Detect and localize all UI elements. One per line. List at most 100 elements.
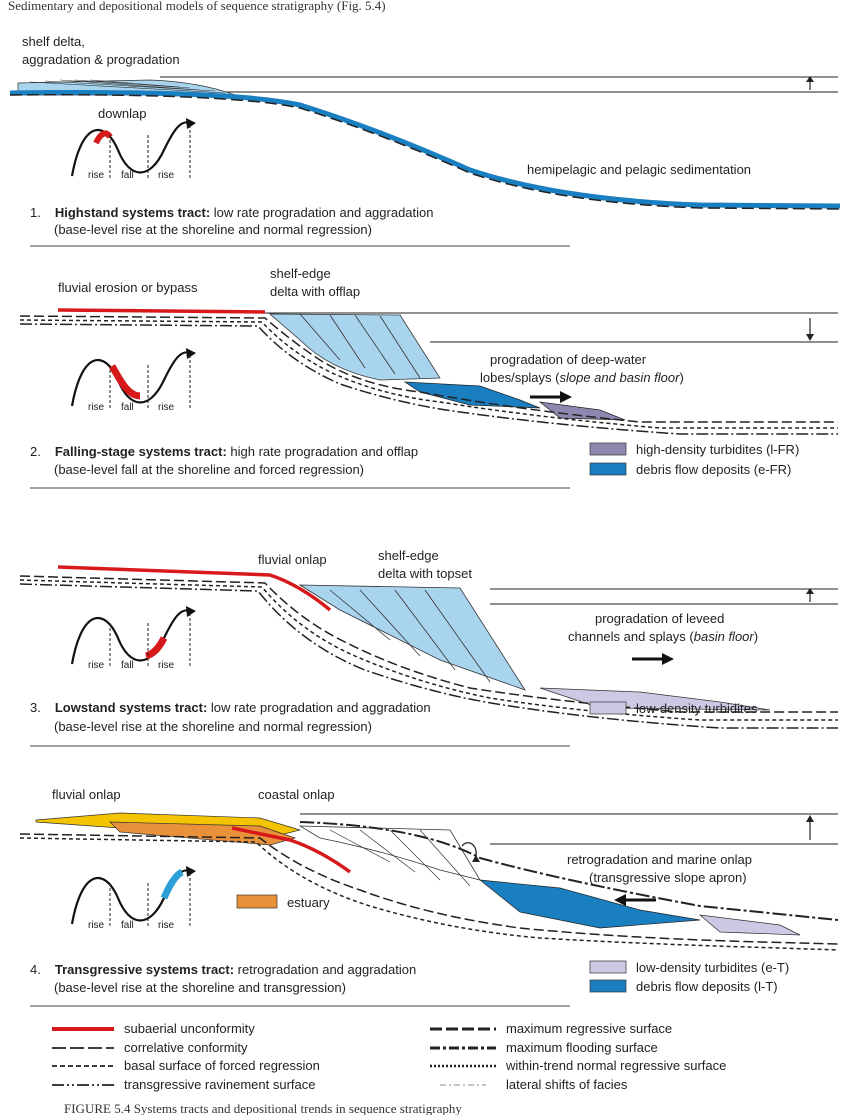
panel-title-rest: low rate progradation and aggradation — [210, 205, 433, 220]
curve-label-fall: fall — [121, 920, 134, 931]
key-label: maximum regressive surface — [506, 1021, 672, 1036]
surface-line-c — [19, 583, 838, 729]
maximum-flooding-surface-4 — [299, 821, 839, 921]
highstand-profile-debris — [9, 90, 841, 209]
panel-title-rest: low rate progradation and aggradation — [207, 700, 430, 715]
label-part: ) — [754, 629, 758, 644]
label-part-italic: basin floor — [694, 629, 755, 644]
panel-subtitle: (base-level rise at the shoreline and no… — [54, 222, 372, 237]
legend-swatch — [589, 462, 627, 476]
curve-highlight — [160, 868, 184, 900]
key-label: transgressive ravinement surface — [124, 1077, 315, 1092]
curve-label-rise: rise — [88, 402, 105, 413]
label-channels-splays: channels and splays (basin floor) — [568, 629, 758, 644]
subaerial-unconformity-3 — [57, 565, 332, 612]
arrow-up-icon — [806, 76, 814, 82]
arrow-up-icon — [806, 588, 814, 594]
legend-swatch — [589, 442, 627, 456]
legend-panel-4: low-density turbidites (e-T) debris flow… — [589, 960, 789, 994]
curve-label-rise: rise — [88, 660, 105, 671]
label-part-italic: slope and basin floor — [559, 370, 680, 385]
surfaces-key: subaerial unconformity correlative confo… — [52, 1021, 726, 1092]
key-label: subaerial unconformity — [124, 1021, 255, 1036]
legend-swatch — [589, 979, 627, 993]
key-label: within-trend normal regressive surface — [505, 1058, 726, 1073]
curve-arrow-icon — [186, 606, 196, 617]
debris-flow-deposit — [403, 381, 541, 409]
top-cropped-text: Sedimentary and depositional models of s… — [8, 0, 386, 13]
panel-lowstand: fluvial onlap shelf-edge delta with tops… — [19, 548, 838, 747]
label-part: channels and splays ( — [568, 629, 694, 644]
panel-title-rest: high rate progradation and offlap — [227, 444, 418, 459]
panel-highstand: shelf delta, aggradation & progradation … — [9, 34, 841, 247]
legend-label: debris flow deposits (e-FR) — [636, 462, 791, 477]
base-level-curve-1: rise fall rise — [70, 118, 196, 181]
estuary-fill — [109, 821, 297, 846]
panel-title: 1.Highstand systems tract: low rate prog… — [30, 205, 434, 220]
label-lobes-splays: lobes/splays (slope and basin floor) — [480, 370, 684, 385]
offlapping-delta-wedges — [268, 313, 441, 381]
legend-label: low-density turbidites — [636, 701, 758, 716]
arrow-right-icon — [560, 391, 572, 403]
legend-label: low-density turbidites (e-T) — [636, 960, 789, 975]
base-level-curve-2: rise fall rise — [70, 348, 196, 413]
curve-label-rise: rise — [88, 170, 105, 181]
surface-line-b — [19, 319, 838, 429]
key-label: basal surface of forced regression — [124, 1058, 320, 1073]
curve-label-fall: fall — [121, 402, 134, 413]
panel-title-bold: Falling-stage systems tract: — [55, 444, 227, 459]
arrow-down-icon — [806, 334, 814, 341]
delta-clinoforms — [29, 79, 226, 94]
debris-flow-apron — [478, 879, 701, 929]
panel-transgressive: fluvial onlap coastal onlap retrogradati… — [19, 787, 839, 1007]
transgressive-clinoforms — [329, 829, 471, 887]
panel-number: 3. — [30, 700, 41, 715]
subaerial-unconformity-2 — [57, 308, 266, 314]
curve-arrow-icon — [186, 118, 196, 129]
surface-line-c — [19, 323, 838, 435]
label-fluvial-erosion: fluvial erosion or bypass — [58, 280, 198, 295]
label-aggradation: aggradation & progradation — [22, 52, 180, 67]
label-slope-apron: (transgressive slope apron) — [589, 870, 747, 885]
legend-swatch — [589, 960, 627, 974]
curve-label-fall: fall — [121, 170, 134, 181]
lowstand-clinoforms — [329, 589, 491, 683]
curve-label-fall: fall — [121, 660, 134, 671]
panel-number: 4. — [30, 962, 41, 977]
low-density-turbidite-apron — [698, 914, 801, 936]
panel-title-bold: Lowstand systems tract: — [55, 700, 207, 715]
estuary-swatch — [236, 894, 278, 909]
curve-label-rise: rise — [158, 402, 175, 413]
base-level-curve-4: rise fall rise — [70, 866, 196, 931]
base-level-curve-3: rise fall rise — [70, 606, 196, 671]
panel-subtitle: (base-level rise at the shoreline and no… — [54, 719, 372, 734]
arrow-right-icon — [662, 653, 674, 665]
key-label: maximum flooding surface — [506, 1040, 658, 1055]
label-delta-topset: delta with topset — [378, 566, 472, 581]
curve-arrow-icon — [186, 866, 196, 877]
legend-label: high-density turbidites (l-FR) — [636, 442, 799, 457]
arrow-up-icon — [806, 815, 814, 822]
panel-number: 2. — [30, 444, 41, 459]
curve-label-rise: rise — [158, 170, 175, 181]
curl-arrow-icon — [472, 855, 480, 862]
lowstand-delta-wedge — [298, 584, 526, 691]
curve-label-rise: rise — [158, 920, 175, 931]
curve-label-rise: rise — [158, 660, 175, 671]
label-deep-water-progradation: progradation of deep-water — [490, 352, 647, 367]
label-downlap: downlap — [98, 106, 146, 121]
label-retrogradation: retrogradation and marine onlap — [567, 852, 752, 867]
curve-arrow-icon — [186, 348, 196, 359]
curve-highlight — [108, 364, 141, 400]
label-leveed-channels: progradation of leveed — [595, 611, 724, 626]
panel-title: 4.Transgressive systems tract: retrograd… — [30, 962, 416, 977]
offlap-clinoforms — [299, 313, 421, 379]
panel-title: 3. Lowstand systems tract: low rate progr… — [30, 700, 431, 715]
key-label: lateral shifts of facies — [506, 1077, 628, 1092]
label-hemipelagic: hemipelagic and pelagic sedimentation — [527, 162, 751, 177]
legend-panel-2: high-density turbidites (l-FR) debris fl… — [589, 442, 799, 477]
label-part: ) — [679, 370, 683, 385]
panel-title-rest: retrogradation and aggradation — [234, 962, 416, 977]
legend-swatch — [589, 701, 627, 715]
legend-label: debris flow deposits (l-T) — [636, 979, 778, 994]
